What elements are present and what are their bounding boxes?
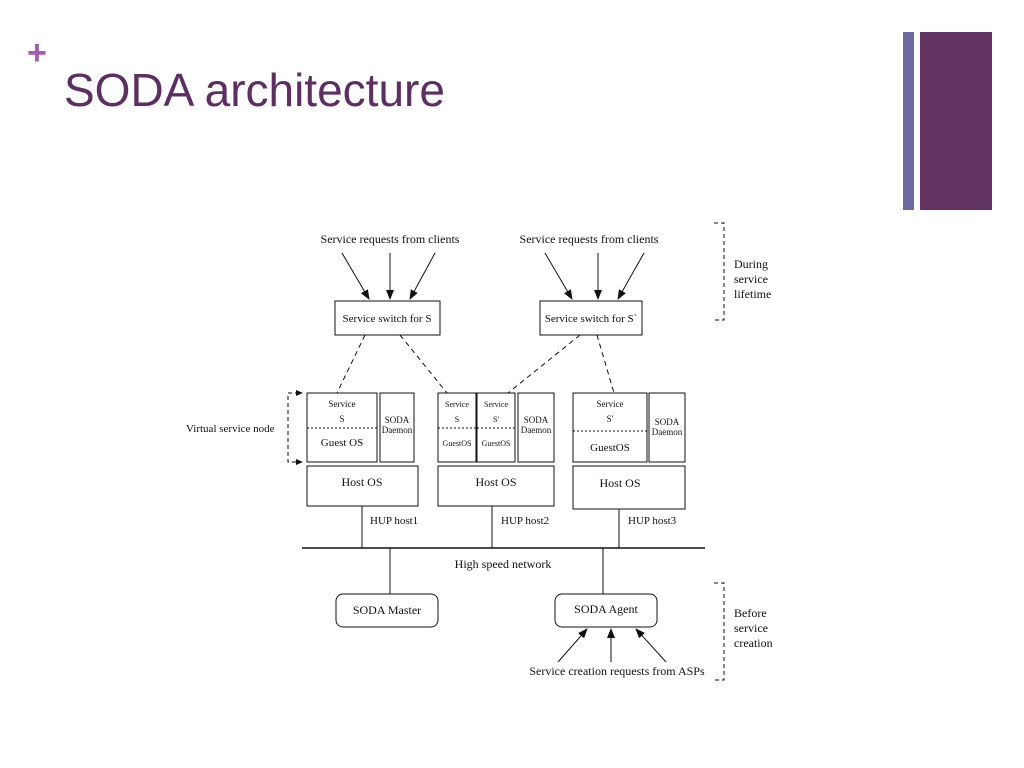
host2-host-os-box <box>437 465 555 507</box>
host3-daemon-box <box>648 392 686 463</box>
virtual-service-node-label: Virtual service node <box>186 423 275 435</box>
host3-host-os: Host OS <box>599 476 640 490</box>
host1-daemon-line1: SODA <box>385 415 410 425</box>
arrow-client-left-3 <box>409 252 436 300</box>
before-label: Before <box>734 606 767 620</box>
lifetime-bracket <box>714 222 725 321</box>
host3-guest-os: GuestOS <box>590 442 630 454</box>
soda-agent-box <box>554 593 658 628</box>
creation-label: creation <box>734 636 773 650</box>
host2-service-b-guest: GuestOS <box>482 439 511 448</box>
host2-hup-label: HUP host2 <box>501 515 549 527</box>
service-switch-s-box <box>334 300 441 336</box>
host2-host-os: Host OS <box>475 475 516 489</box>
creation-service-label: service <box>734 621 768 635</box>
virtual-node-bracket <box>287 392 299 463</box>
soda-master-label: SODA Master <box>353 603 421 617</box>
host2-daemon-box <box>517 392 555 463</box>
host3-service-line1: Service <box>597 399 624 409</box>
host3-service-box <box>572 392 648 463</box>
host2-service-b-box <box>476 392 516 463</box>
vn-arrow-top <box>296 390 303 396</box>
link-switch-s-host2 <box>399 334 448 394</box>
service-switch-s-prime-box <box>539 300 643 336</box>
host1-service-line1: Service <box>329 399 356 409</box>
network-label: High speed network <box>455 557 552 571</box>
host1-daemon-box <box>379 392 415 463</box>
clients-right-label: Service requests from clients <box>520 232 659 246</box>
arrow-asp-1 <box>557 628 588 663</box>
lifetime-label: lifetime <box>734 287 771 301</box>
host2-service-a-line2: S <box>455 415 459 424</box>
service-switch-s-prime-label: Service switch for S` <box>545 313 638 325</box>
accent-bar-thick <box>920 32 992 210</box>
host2-service-b-line2: S' <box>493 415 499 424</box>
host3-host-os-box <box>572 465 686 510</box>
slide-title: SODA architecture <box>64 64 445 116</box>
host1-guest-os: Guest OS <box>321 437 363 449</box>
host2-daemon-line1: SODA <box>524 415 549 425</box>
service-switch-s-label: Service switch for S <box>343 313 432 325</box>
link-switch-s-host1 <box>336 334 366 394</box>
host3-hup-label: HUP host3 <box>628 515 677 527</box>
host2-service-b-line1: Service <box>484 400 508 409</box>
host1-daemon-line2: Daemon <box>382 425 413 435</box>
host2-daemon-line2: Daemon <box>521 425 552 435</box>
creation-bracket <box>714 582 725 681</box>
soda-agent-label: SODA Agent <box>574 602 638 616</box>
host3-daemon-line2: Daemon <box>652 427 683 437</box>
host2-node: Service S GuestOS Service S' GuestOS SOD… <box>437 392 555 548</box>
host1-node: Service S Guest OS SODA Daemon Host OS H… <box>306 392 419 548</box>
host3-service-line2: S' <box>607 414 614 424</box>
asp-requests-label: Service creation requests from ASPs <box>529 664 705 678</box>
link-switch-sp-host3 <box>596 334 615 394</box>
host3-daemon-line1: SODA <box>655 417 680 427</box>
arrow-asp-3 <box>635 628 667 663</box>
clients-left-label: Service requests from clients <box>321 232 460 246</box>
host1-service-line2: S <box>339 414 344 424</box>
accent-bar-thin <box>903 32 914 210</box>
vn-arrow-bottom <box>296 459 303 465</box>
host2-service-a-box <box>437 392 477 463</box>
soda-master-box <box>335 593 439 628</box>
host3-node: Service S' GuestOS SODA Daemon Host OS H… <box>572 392 686 548</box>
during-label: During <box>734 257 768 271</box>
host1-hup-label: HUP host1 <box>370 515 418 527</box>
service-label: service <box>734 272 768 286</box>
plus-bullet: + <box>27 34 47 72</box>
arrow-client-left-1 <box>341 252 370 300</box>
host2-service-a-line1: Service <box>445 400 469 409</box>
host1-host-os-box <box>306 465 419 507</box>
arrow-client-right-3 <box>617 252 645 300</box>
host1-host-os: Host OS <box>341 475 382 489</box>
link-switch-sp-host2 <box>507 334 581 394</box>
arrow-client-right-1 <box>544 252 573 300</box>
host2-service-a-guest: GuestOS <box>443 439 472 448</box>
